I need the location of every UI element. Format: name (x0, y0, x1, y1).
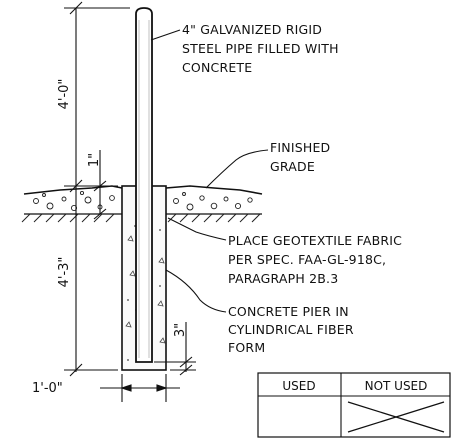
usage-status-table: USED NOT USED (257, 372, 451, 438)
svg-text:CONCRETE: CONCRETE (182, 60, 252, 75)
ground-left (21, 185, 123, 223)
svg-text:PLACE GEOTEXTILE FABRIC: PLACE GEOTEXTILE FABRIC (228, 233, 402, 248)
fabric-callout: PLACE GEOTEXTILE FABRIC PER SPEC. FAA-GL… (228, 233, 402, 286)
svg-text:CONCRETE PIER IN: CONCRETE PIER IN (228, 304, 349, 319)
ground-right (165, 185, 263, 223)
not-used-x-mark (347, 401, 445, 433)
not-used-header: NOT USED (365, 379, 428, 393)
pipe-callout: 4" GALVANIZED RIGID STEEL PIPE FILLED WI… (182, 22, 339, 75)
used-header: USED (282, 379, 315, 393)
svg-text:PER SPEC. FAA-GL-918C,: PER SPEC. FAA-GL-918C, (228, 252, 386, 267)
width-dimension (100, 374, 180, 402)
pier-depth-label: 4'-3" (57, 257, 72, 288)
svg-text:GRADE: GRADE (270, 159, 315, 174)
top-height-label: 4'-0" (57, 79, 72, 110)
svg-text:CYLINDRICAL FIBER: CYLINDRICAL FIBER (228, 322, 354, 337)
pier-width-label: 1'-0" (32, 381, 63, 396)
steel-pipe (135, 7, 153, 363)
leader-lines (150, 29, 269, 313)
grade-callout: FINISHED GRADE (270, 140, 330, 174)
pier-callout: CONCRETE PIER IN CYLINDRICAL FIBER FORM (228, 304, 354, 355)
svg-text:FORM: FORM (228, 340, 265, 355)
vertical-dimensions (64, 1, 196, 377)
pipe-bottom-offset-label: 3" (173, 323, 188, 337)
svg-text:STEEL PIPE FILLED WITH: STEEL PIPE FILLED WITH (182, 41, 339, 56)
svg-text:PARAGRAPH 2B.3: PARAGRAPH 2B.3 (228, 271, 338, 286)
above-grade-label: 1" (87, 153, 102, 167)
svg-text:FINISHED: FINISHED (270, 140, 330, 155)
svg-text:4" GALVANIZED RIGID: 4" GALVANIZED RIGID (182, 22, 322, 37)
